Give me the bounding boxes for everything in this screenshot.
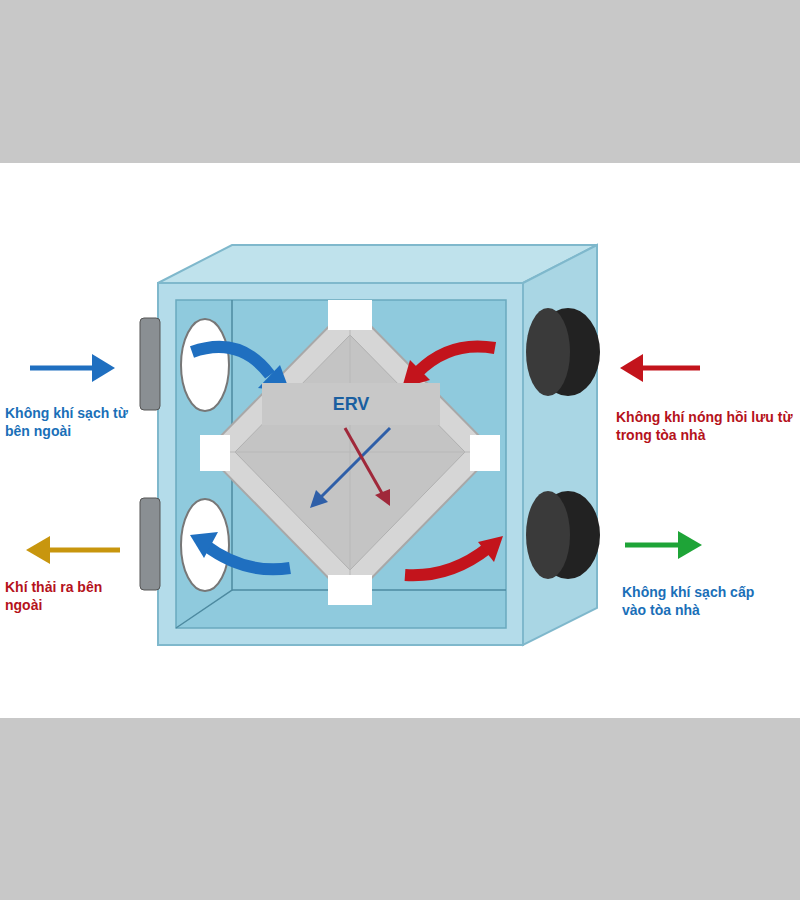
housing-front	[158, 283, 523, 645]
exhaust-port	[140, 498, 160, 590]
flow-label: Không khí sạch từ bên ngoài	[5, 404, 130, 440]
bottom-band	[0, 718, 800, 900]
housing-side	[523, 245, 597, 645]
node-text: ERV	[333, 394, 370, 415]
flow-label: Không khí nóng hồi lưu từ trong tòa nhà	[616, 408, 796, 444]
top-band	[0, 0, 800, 163]
core-label-band: ERV	[262, 383, 440, 425]
inlet-port	[140, 318, 160, 410]
housing-top	[158, 245, 597, 283]
flow-label: Khí thải ra bên ngoài	[5, 578, 105, 614]
flow-label: Không khí sạch cấp vào tòa nhà	[622, 583, 772, 619]
housing-inner	[176, 300, 506, 628]
